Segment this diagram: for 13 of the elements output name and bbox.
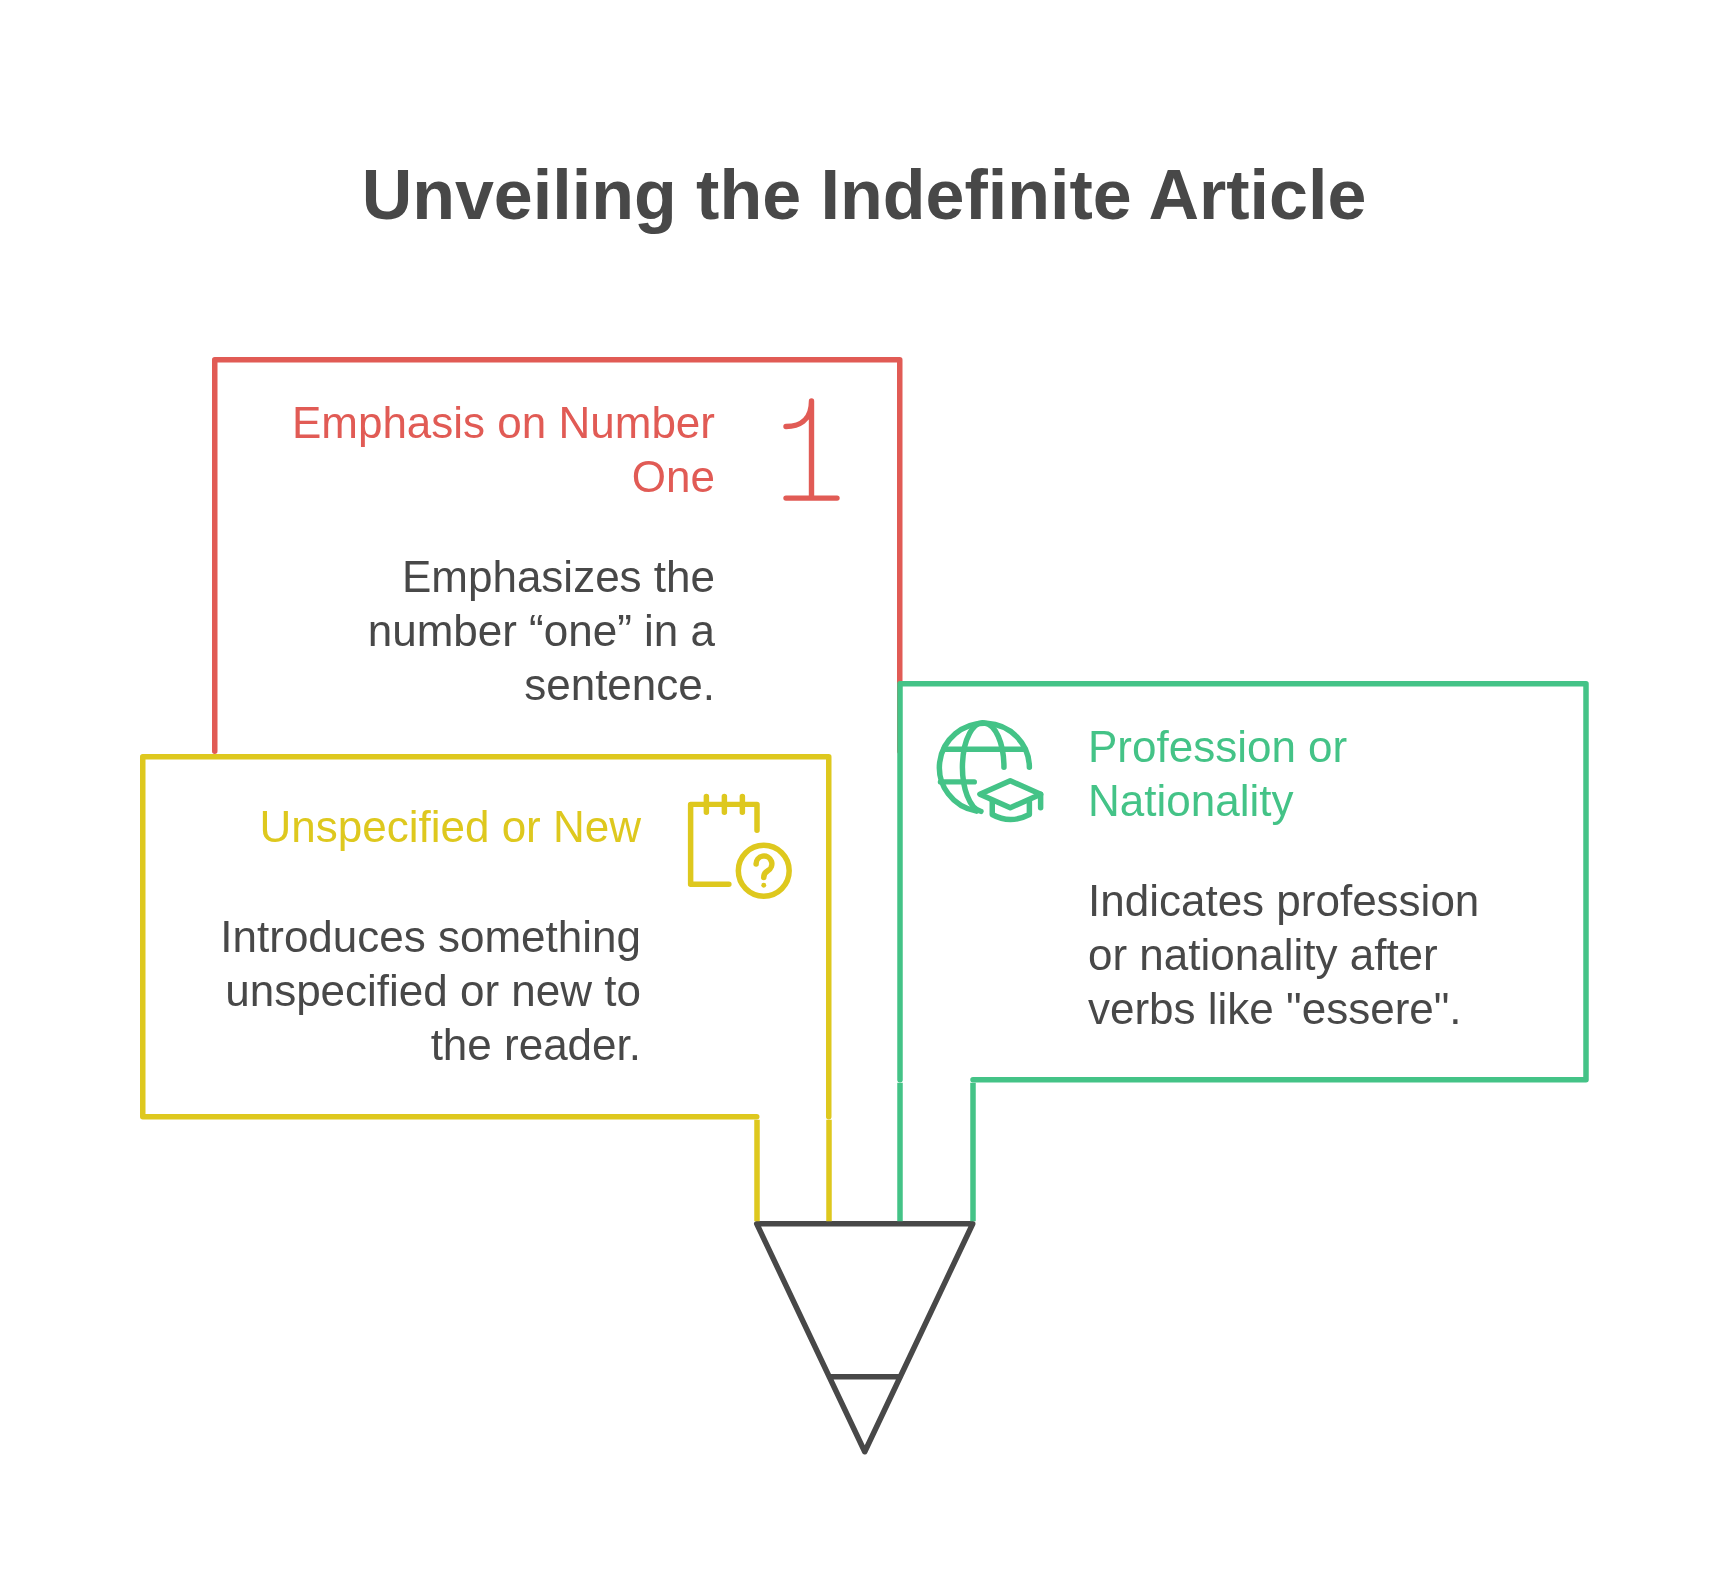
card-heading: Emphasis on Number One xyxy=(290,397,715,503)
card-heading: Profession or Nationality xyxy=(1088,721,1349,827)
card-description: Indicates profession or nationality after verbs like "essere". xyxy=(1088,875,1481,1035)
info-card xyxy=(140,754,832,1120)
info-card xyxy=(212,357,900,755)
card-description: Introduces something unspecified or new to the reader. xyxy=(219,911,641,1071)
card-heading: Unspecified or New xyxy=(258,801,641,853)
connector-line xyxy=(897,1080,976,1224)
diagram-title: Unveiling the Indefinite Article xyxy=(361,155,1367,236)
card-description: Emphasizes the number “one” in a sentence. xyxy=(366,551,715,711)
info-card xyxy=(900,681,1589,1083)
connector-line xyxy=(754,1117,832,1224)
funnel xyxy=(754,1221,976,1455)
